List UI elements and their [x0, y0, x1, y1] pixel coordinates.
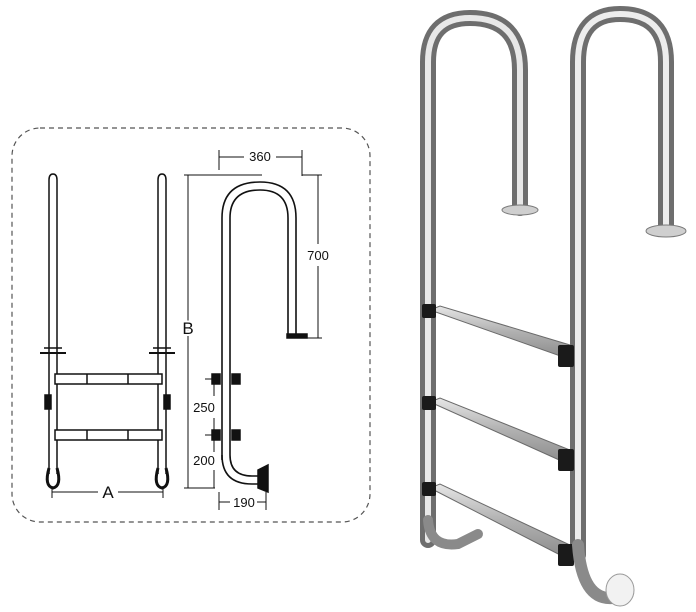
technical-drawing: A	[11, 127, 371, 523]
ladder-photo	[420, 5, 687, 607]
front-view	[40, 173, 175, 498]
ladder-right-anchor	[645, 224, 687, 238]
dimension-250-label: 250	[193, 400, 215, 415]
dimension-b-label: B	[182, 319, 193, 338]
ladder-right-foot	[572, 539, 618, 604]
ladder-step-1	[422, 304, 574, 367]
dimension-200-label: 200	[193, 453, 215, 468]
ladder-step-3	[422, 482, 574, 566]
dimension-a-label: A	[102, 483, 114, 502]
dashed-frame	[11, 127, 371, 523]
ladder-step-2	[422, 396, 574, 471]
ladder-left-foot	[423, 515, 483, 550]
dimension-360-label: 360	[249, 149, 271, 164]
dimension-190-label: 190	[233, 495, 255, 510]
ladder-right-rail	[570, 5, 674, 563]
dimension-700-label: 700	[307, 248, 329, 263]
ladder-left-rail	[420, 9, 528, 548]
ladder-wall-bumper	[605, 573, 635, 607]
ladder-left-anchor	[501, 204, 539, 216]
side-view	[184, 150, 322, 510]
